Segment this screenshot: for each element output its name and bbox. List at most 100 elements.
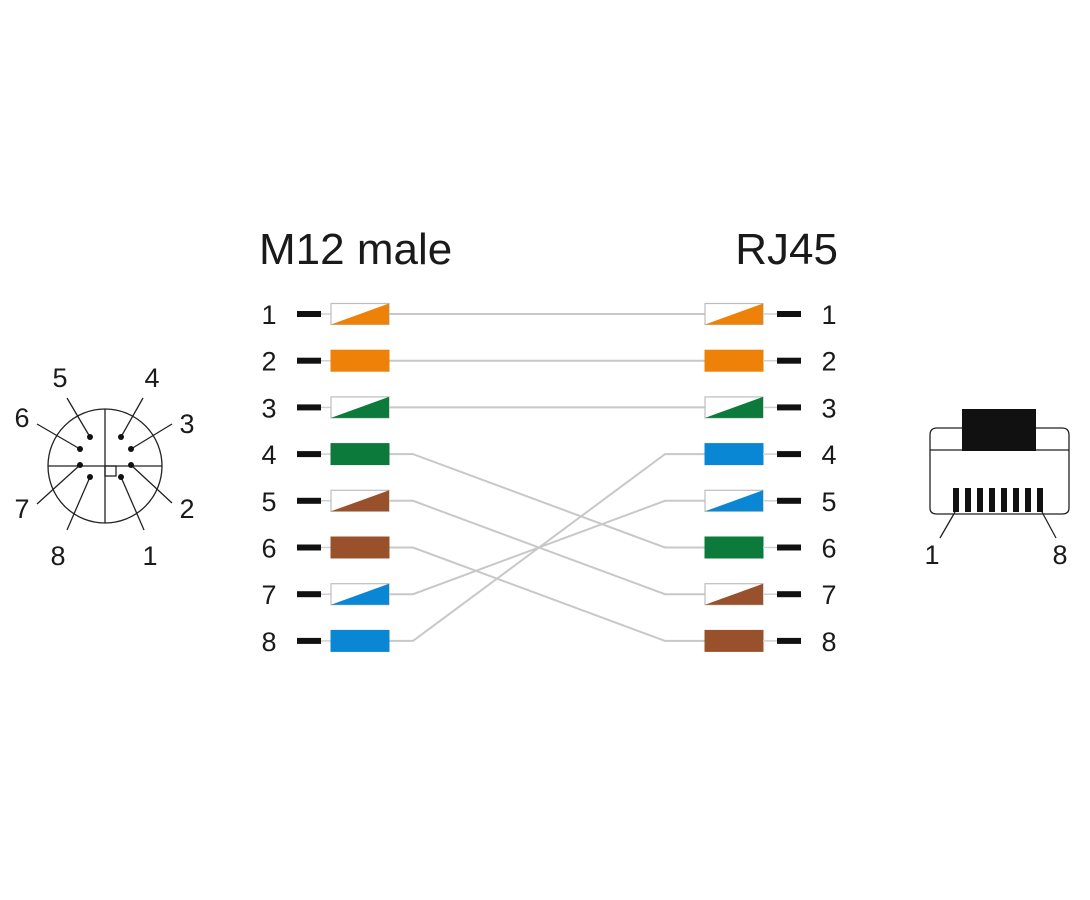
m12-pin-dot	[77, 446, 83, 452]
wires	[389, 313, 705, 642]
m12-face-pin: 3	[128, 409, 195, 452]
rj45-pin-number: 3	[821, 393, 836, 423]
rj45-pin1-leader	[939, 511, 956, 539]
rj45-wire-color-blue-fill	[704, 443, 764, 466]
m12-wire-color-orange-fill	[330, 349, 390, 372]
rj45-face-label-last: 8	[1052, 540, 1067, 570]
rj45-pin-number: 8	[821, 627, 836, 657]
m12-pin-row: 5	[261, 487, 390, 517]
wire-m12-6-to-rj45-8	[389, 546, 705, 642]
m12-wire-color	[330, 443, 390, 466]
m12-face-pin-label: 3	[179, 409, 194, 439]
m12-pin-row: 4	[261, 440, 390, 470]
rj45-pin-terminal	[777, 404, 801, 411]
wire-m12-4-to-rj45-6	[389, 453, 705, 549]
rj45-contact	[1037, 488, 1043, 512]
m12-pin-row: 1	[261, 300, 390, 330]
wire-m12-8-to-rj45-4	[389, 453, 705, 642]
m12-pin-leader	[120, 476, 145, 531]
rj45-pin-terminal	[777, 311, 801, 317]
m12-face-pin-label: 8	[50, 541, 65, 571]
m12-pin-dot	[118, 474, 124, 480]
m12-pin-number: 5	[261, 487, 276, 517]
m12-pin-terminal	[297, 497, 321, 504]
rj45-pin-terminal	[777, 497, 801, 504]
m12-face-pin: 4	[118, 363, 160, 440]
m12-pin-leader	[36, 464, 81, 505]
rj45-wire-color-brown-stripe	[705, 583, 763, 605]
m12-pin-number: 6	[261, 534, 276, 564]
m12-pin-terminal	[297, 357, 321, 364]
m12-pin-dot	[77, 462, 83, 468]
rj45-pin-row: 2	[704, 347, 837, 377]
rj45-wire-color	[704, 443, 764, 466]
m12-pin-terminal	[297, 311, 321, 317]
rj45-pin-number: 7	[821, 580, 836, 610]
m12-pin-number: 1	[261, 300, 276, 330]
m12-face-pin: 2	[128, 462, 195, 524]
rj45-heading: RJ45	[735, 225, 838, 274]
m12-pin-row: 8	[261, 627, 390, 657]
m12-connector-face: 12 34 56 78	[14, 363, 194, 571]
m12-wire-color	[330, 302, 390, 326]
rj45-contacts	[953, 488, 1043, 512]
rj45-pin-row: 4	[704, 440, 837, 470]
m12-wire-color-green-stripe	[331, 396, 389, 418]
rj45-wire-color-blue-stripe	[705, 490, 763, 512]
m12-face-pin-label: 5	[52, 363, 67, 393]
m12-face-pin: 8	[50, 474, 93, 571]
m12-pin-leader	[130, 464, 173, 504]
m12-face-pin: 6	[14, 403, 83, 452]
m12-pin-leader	[66, 397, 91, 438]
m12-wire-color-brown-fill	[330, 536, 390, 559]
m12-face-pin-label: 6	[14, 403, 29, 433]
rj45-pin-row: 3	[704, 393, 837, 423]
rj45-pin-number: 6	[821, 534, 836, 564]
rj45-contact	[989, 488, 995, 512]
m12-pin-terminal	[297, 637, 321, 644]
m12-pin-row: 2	[261, 347, 390, 377]
m12-face-pin-label: 7	[14, 494, 29, 524]
wire-m12-5-to-rj45-7	[389, 499, 705, 596]
m12-wire-color	[330, 583, 390, 606]
m12-face-pin: 7	[14, 462, 83, 524]
rj45-body-outline	[929, 427, 1070, 515]
rj45-contact	[1013, 488, 1019, 512]
m12-wire-color-green-fill	[330, 443, 390, 466]
rj45-contact	[1025, 488, 1031, 512]
m12-wire-color	[330, 349, 390, 372]
m12-face-pin-label: 4	[144, 363, 159, 393]
m12-wire-color-orange-stripe	[331, 303, 389, 325]
rj45-contact	[965, 488, 971, 512]
rj45-pin-row: 8	[704, 627, 837, 657]
m12-pin-leader	[130, 423, 173, 450]
m12-pin-leader	[36, 423, 81, 450]
m12-pin-dot	[87, 434, 93, 440]
m12-wire-color	[330, 396, 390, 419]
rj45-contact	[977, 488, 983, 512]
rj45-pin-number: 5	[821, 487, 836, 517]
rj45-wire-color-orange-fill	[704, 349, 764, 372]
rj45-wire-color-orange-stripe	[705, 303, 763, 325]
rj45-contact	[1001, 488, 1007, 512]
m12-pin-number: 2	[261, 347, 276, 377]
m12-pin-row: 7	[261, 580, 390, 610]
rj45-wire-color	[704, 629, 764, 652]
rj45-pin-terminal	[777, 357, 801, 364]
m12-pin-terminal	[297, 591, 321, 598]
rj45-pin-row: 7	[704, 580, 837, 610]
m12-wire-color-brown-stripe	[331, 490, 389, 512]
rj45-pin-row: 5	[704, 487, 837, 517]
m12-pin-number: 7	[261, 580, 276, 610]
m12-heading: M12 male	[259, 225, 452, 274]
m12-pin-terminal	[297, 451, 321, 458]
rj45-wire-color	[704, 396, 764, 419]
m12-face-pins: 12 34 56 78	[14, 363, 194, 571]
rj45-pin-number: 1	[821, 300, 836, 330]
rj45-wire-color	[704, 583, 764, 606]
m12-face-pin: 1	[118, 474, 158, 571]
rj45-pin-terminal	[777, 637, 801, 644]
rj45-wire-color-green-stripe	[705, 396, 763, 418]
m12-key-mark	[104, 465, 117, 477]
